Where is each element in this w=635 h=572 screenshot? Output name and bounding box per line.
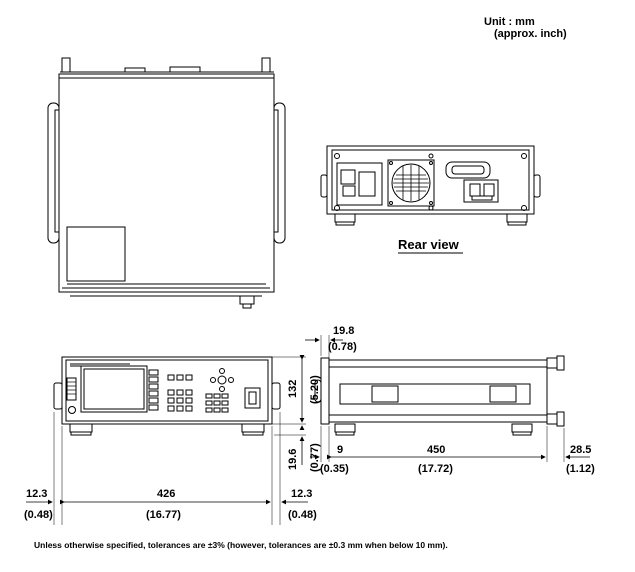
unit-approx-label: (approx. inch) — [494, 28, 567, 40]
side-view — [314, 355, 565, 436]
rear-view-label: Rear view — [398, 237, 460, 252]
front-right-margin-in: (0.48) — [288, 509, 317, 521]
side-front-offset-in: (0.35) — [320, 463, 349, 475]
side-top-offset-mm: 19.8 — [333, 325, 354, 337]
front-width-in: (16.77) — [146, 509, 181, 521]
front-left-margin-in: (0.48) — [24, 509, 53, 521]
foot-height-in: (0.77) — [309, 443, 321, 472]
front-width-mm: 426 — [157, 488, 175, 500]
unit-label: Unit : mm — [484, 16, 535, 28]
side-depth-mm: 450 — [427, 444, 445, 456]
side-top-offset-in: (0.78) — [328, 341, 357, 353]
front-right-margin-mm: 12.3 — [291, 488, 312, 500]
tolerance-footnote: Unless otherwise specified, tolerances a… — [34, 540, 448, 550]
front-view — [53, 356, 281, 436]
dimension-lines — [26, 335, 590, 525]
side-rear-offset-mm: 28.5 — [570, 444, 591, 456]
front-left-margin-mm: 12.3 — [26, 488, 47, 500]
side-rear-offset-in: (1.12) — [566, 463, 595, 475]
height-in: (5.20) — [309, 375, 321, 404]
top-view — [47, 57, 286, 309]
height-mm: 132 — [287, 380, 299, 398]
side-front-offset-mm: 9 — [337, 444, 343, 456]
foot-height-mm: 19.6 — [287, 449, 299, 470]
side-depth-in: (17.72) — [418, 463, 453, 475]
rear-view — [320, 145, 541, 226]
